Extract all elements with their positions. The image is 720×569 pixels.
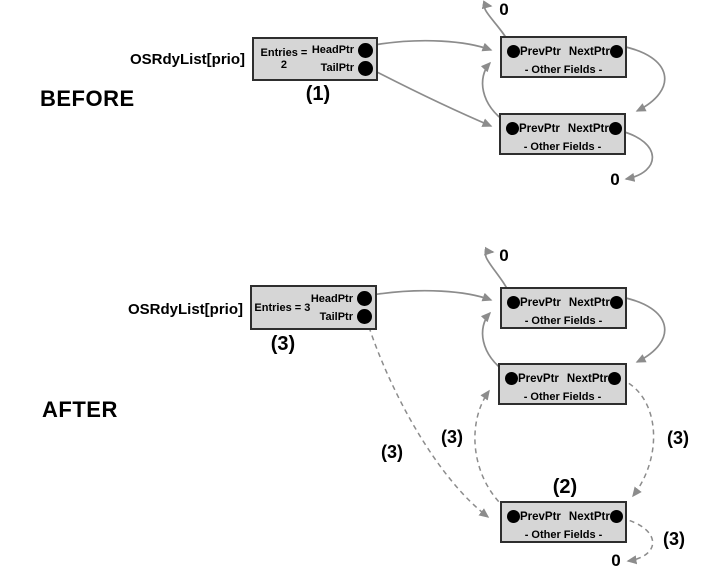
tailptr-label: TailPtr [319, 310, 353, 323]
after-arrow-label-tail-to-node3: (3) [381, 442, 403, 462]
prevptr-label: PrevPtr [520, 296, 561, 309]
tailptr-row: TailPtr [312, 60, 373, 76]
headptr-label: HeadPtr [311, 44, 354, 56]
other-fields-label: - Other Fields - [524, 529, 603, 541]
pointer-row: PrevPtr NextPtr [502, 38, 625, 63]
nextptr-label: NextPtr [566, 372, 608, 385]
prevptr-dot-icon [507, 296, 520, 309]
headptr-dot-icon [358, 42, 373, 58]
arrow-before-tailptr-to-node2 [372, 69, 493, 127]
after-arrow-label-node2next-to-node3: (3) [667, 428, 689, 448]
prevptr-label: PrevPtr [518, 372, 559, 385]
prevptr-dot-icon [505, 372, 518, 385]
nextptr-label: NextPtr [568, 296, 610, 309]
other-fields-label: - Other Fields - [524, 64, 603, 76]
arrow-after-tailptr-to-node3 [368, 326, 490, 518]
nextptr-dot-icon [609, 510, 623, 523]
before-list-label: OSRdyList[prio] [130, 51, 245, 68]
headptr-row: HeadPtr [311, 291, 372, 306]
pointer-row: PrevPtr NextPtr [502, 289, 625, 314]
after-node3-step-label: (2) [552, 476, 578, 498]
arrow-after-node3-nextptr-to-null [620, 517, 654, 565]
before-step-label: (1) [305, 83, 331, 105]
pointer-column: HeadPtr TailPtr [311, 291, 375, 324]
before-task-node-2: PrevPtr NextPtr - Other Fields - [499, 113, 626, 155]
prevptr-dot-icon [506, 122, 519, 135]
after-null-bottom: 0 [611, 551, 621, 569]
other-fields-label: - Other Fields - [523, 391, 602, 403]
arrow-after-node3-prevptr-to-node2 [474, 389, 506, 509]
prevptr-label: PrevPtr [520, 45, 561, 58]
after-task-node-3: PrevPtr NextPtr - Other Fields - [500, 501, 627, 543]
arrow-before-headptr-to-node1 [373, 39, 493, 52]
pointer-row: PrevPtr NextPtr [502, 503, 625, 528]
after-null-top: 0 [499, 246, 509, 265]
before-null-bottom: 0 [610, 170, 620, 189]
arrow-after-headptr-to-node1 [371, 289, 493, 302]
before-section-label: BEFORE [40, 86, 135, 111]
tailptr-dot-icon [357, 309, 372, 324]
nextptr-label: NextPtr [568, 45, 610, 58]
tailptr-row: TailPtr [311, 309, 372, 324]
headptr-row: HeadPtr [311, 42, 373, 58]
before-ready-list-control-block: Entries = 2 HeadPtr TailPtr [252, 37, 378, 81]
entries-count: Entries = 3 [254, 301, 311, 314]
headptr-dot-icon [357, 291, 372, 306]
nextptr-dot-icon [609, 296, 623, 309]
prevptr-label: PrevPtr [520, 510, 561, 523]
after-task-node-1: PrevPtr NextPtr - Other Fields - [500, 287, 627, 329]
after-task-node-2: PrevPtr NextPtr - Other Fields - [498, 363, 627, 405]
nextptr-label: NextPtr [567, 122, 609, 135]
prevptr-label: PrevPtr [519, 122, 560, 135]
pointer-column: HeadPtr TailPtr [311, 42, 376, 76]
headptr-label: HeadPtr [310, 292, 353, 305]
entries-count: Entries = 2 [260, 47, 308, 71]
before-null-top: 0 [499, 0, 509, 19]
after-list-label: OSRdyList[prio] [128, 301, 243, 318]
tailptr-label: TailPtr [320, 62, 354, 74]
other-fields-label: - Other Fields - [523, 141, 602, 153]
prevptr-dot-icon [507, 45, 520, 58]
arrow-before-node2-nextptr-to-null [620, 130, 654, 182]
arrow-after-node1-nextptr-to-node2 [620, 296, 666, 363]
pointer-row: PrevPtr NextPtr [500, 365, 625, 390]
nextptr-dot-icon [607, 372, 621, 385]
other-fields-label: - Other Fields - [524, 315, 603, 327]
after-section-label: AFTER [42, 397, 118, 422]
arrow-before-node1-nextptr-to-node2 [620, 45, 666, 112]
after-arrow-label-node3prev-to-node2: (3) [441, 427, 463, 447]
after-ready-list-control-block: Entries = 3 HeadPtr TailPtr [250, 285, 377, 330]
nextptr-label: NextPtr [568, 510, 610, 523]
after-step-label: (3) [270, 333, 296, 355]
prevptr-dot-icon [507, 510, 520, 523]
pointer-row: PrevPtr NextPtr [501, 115, 624, 140]
after-arrow-label-node3next-to-null: (3) [663, 529, 685, 549]
before-task-node-1: PrevPtr NextPtr - Other Fields - [500, 36, 627, 78]
nextptr-dot-icon [608, 122, 622, 135]
tailptr-dot-icon [358, 60, 373, 76]
nextptr-dot-icon [609, 45, 623, 58]
